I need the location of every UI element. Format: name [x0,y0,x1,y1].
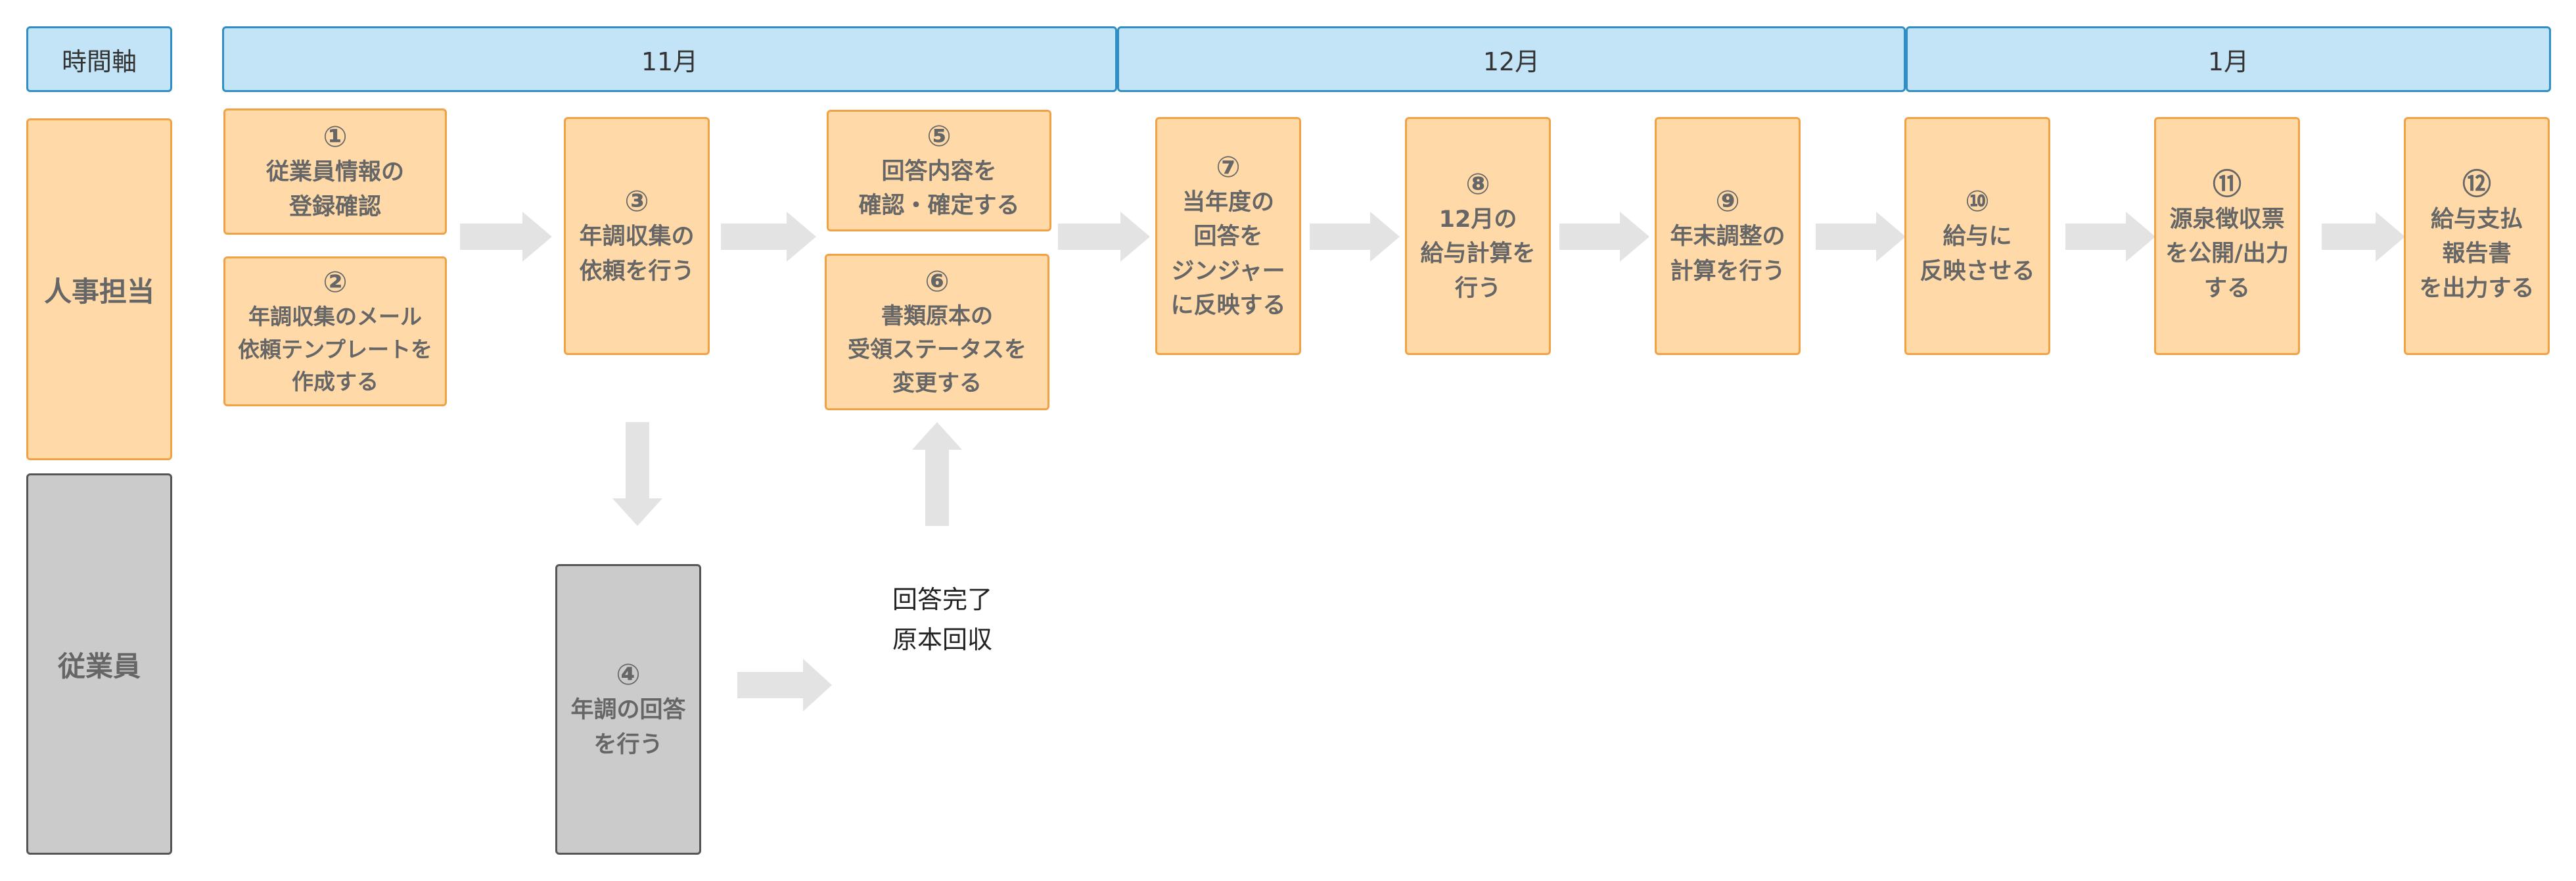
lane-hr: 人事担当 [26,118,172,460]
step-number: ② [323,266,348,300]
step-text: 当年度の 回答を ジンジャー に反映する [1170,189,1286,320]
arrow-step9-to-step10 [1816,212,1906,262]
time-period-november: 11月 [222,26,1117,92]
step-7: ⑦ 当年度の 回答を ジンジャー に反映する [1155,117,1301,355]
step-3: ③ 年調収集の 依頼を行う [564,117,710,355]
step-8: ⑧ 12月の 給与計算を 行う [1405,117,1551,355]
time-period-december: 12月 [1117,26,1906,92]
step-10: ⑩ 給与に 反映させる [1904,117,2050,355]
step-number: ⑫ [2462,167,2491,201]
step-number: ① [323,120,348,154]
arrow-step7-to-step8 [1310,212,1400,262]
note-answer-complete: 回答完了 原本回収 [892,585,993,654]
step-6: ⑥ 書類原本の 受領ステータスを 変更する [825,254,1049,410]
arrow-step4-to-note [737,659,832,711]
step-1: ① 従業員情報の 登録確認 [223,108,447,235]
step-text: 回答内容を 確認・確定する [858,158,1020,220]
step-9: ⑨ 年末調整の 計算を行う [1655,117,1801,355]
step-text: 給与支払 報告書 を出力する [2419,206,2535,302]
step-number: ⑧ [1465,167,1490,201]
time-axis-label: 時間軸 [26,26,172,92]
arrow-step1-to-step3 [460,212,552,262]
arrow-step11-to-step12 [2322,212,2405,262]
step-number: ⑥ [925,265,950,298]
arrow-step3-to-step4 [612,422,662,526]
step-text: 書類原本の 受領ステータスを 変更する [848,303,1026,396]
step-2: ② 年調収集のメール 依頼テンプレートを 作成する [223,256,447,406]
step-number: ③ [624,185,649,218]
arrow-step10-to-step11 [2065,212,2155,262]
time-period-january: 1月 [1906,26,2551,92]
step-text: 年調収集の 依頼を行う [579,224,695,285]
step-5: ⑤ 回答内容を 確認・確定する [827,110,1051,231]
step-text: 年調の回答 を行う [570,697,686,758]
step-number: ⑨ [1715,185,1740,218]
step-text: 給与に 反映させる [1920,224,2035,285]
step-4: ④ 年調の回答 を行う [555,564,701,855]
step-number: ⑪ [2213,167,2242,201]
lane-employee: 従業員 [26,473,172,855]
step-text: 年調収集のメール 依頼テンプレートを 作成する [237,304,432,395]
step-12: ⑫ 給与支払 報告書 を出力する [2404,117,2550,355]
arrow-step3-to-step5 [721,212,816,262]
step-text: 12月の 給与計算を 行う [1420,206,1536,302]
arrow-step8-to-step9 [1559,212,1649,262]
arrow-note-to-step6 [912,422,962,526]
step-text: 源泉徴収票 を公開/出力 する [2165,206,2289,302]
arrow-step5-to-step7 [1058,212,1150,262]
step-text: 従業員情報の 登録確認 [265,159,404,220]
step-text: 年末調整の 計算を行う [1670,224,1785,285]
step-number: ⑤ [927,119,952,153]
arrow-group [460,212,2405,711]
step-number: ④ [616,658,641,692]
step-number: ⑩ [1965,185,1990,218]
step-number: ⑦ [1216,150,1241,184]
step-11: ⑪ 源泉徴収票 を公開/出力 する [2154,117,2300,355]
